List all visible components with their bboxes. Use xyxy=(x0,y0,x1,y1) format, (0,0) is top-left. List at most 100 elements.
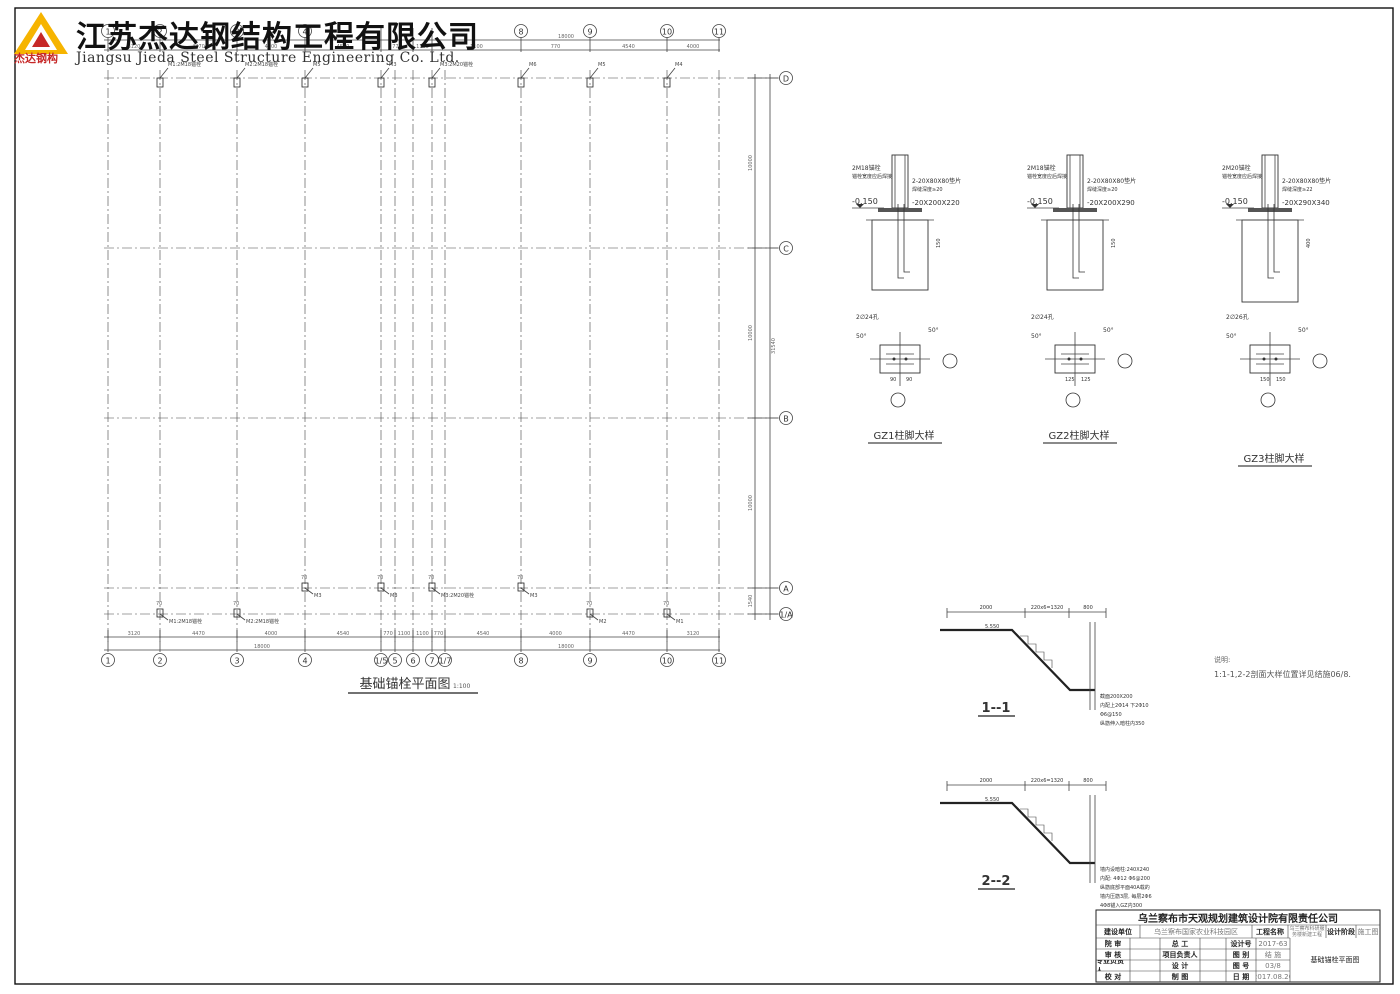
section-note: 内配上2Φ14 下2Φ10 xyxy=(1100,702,1149,709)
steel-column xyxy=(1066,154,1084,209)
tb-role-prof: 专业负责人 xyxy=(1096,960,1124,971)
depth-label: 150 xyxy=(936,238,942,248)
dim-text-top: 4540 xyxy=(622,44,635,50)
weld-label: 焊缝深度≥20 xyxy=(912,186,943,193)
section-elev: 5.550 xyxy=(985,624,999,630)
tb-key-num: 图 号 xyxy=(1232,961,1250,970)
hole-label: 2∅24孔 xyxy=(856,313,879,321)
axis-bubble-bottom: 4 xyxy=(302,657,307,666)
dim-text-bottom: 1100 xyxy=(398,631,411,637)
anchor-bolt xyxy=(1078,204,1085,273)
tb-role-review: 审 核 xyxy=(1104,950,1122,959)
section-marker xyxy=(1117,353,1133,369)
axis-bubble-right-circle xyxy=(779,411,793,425)
anchor-bolt-marker xyxy=(428,582,436,592)
axis-bubble-bottom-circle xyxy=(660,653,674,667)
stair-steps xyxy=(1020,635,1053,668)
concrete-pedestal xyxy=(871,219,929,291)
tb-value-cat: 结 施 xyxy=(1264,950,1282,959)
dim-text-right: 1540 xyxy=(748,595,754,608)
tb-phase-label: 设计阶段 xyxy=(1327,927,1355,936)
dim-total-right: 31540 xyxy=(771,338,777,354)
axis-bubble-top-circle xyxy=(230,24,244,38)
tb-institute: 乌兰察布市天观规划建筑设计院有限责任公司 xyxy=(1138,914,1338,925)
elevation-label: -0.150 xyxy=(852,197,878,206)
anchor-label-bottom: M2:2M18锚栓 xyxy=(246,618,279,625)
weld-angle-label: 50° xyxy=(1298,327,1309,334)
leader xyxy=(304,67,314,79)
axis-bubble-top: 2 xyxy=(157,28,162,37)
small-dim: 70 xyxy=(233,601,239,607)
section-marker xyxy=(1312,353,1328,369)
axis-bubble-bottom-circle xyxy=(388,653,402,667)
axis-bubble-bottom: 1 xyxy=(105,657,110,666)
elev-triangle xyxy=(856,204,864,208)
plate-label: -20X200X290 xyxy=(1087,199,1135,207)
bolt-label: 2M20锚栓 xyxy=(1222,164,1251,172)
axis-bubble-bottom: 6 xyxy=(410,657,415,666)
dim-total-bottom-left: 18000 xyxy=(254,644,270,650)
company-name-cn: 江苏杰达钢结构工程有限公司 xyxy=(76,20,479,55)
bolt-hole xyxy=(892,357,896,361)
axis-bubble-right-circle xyxy=(779,581,793,595)
axis-bubble-bottom-circle xyxy=(438,653,452,667)
anchor-label-bottom: M2 xyxy=(599,619,607,625)
bolt-label: 2M18锚栓 xyxy=(852,164,881,172)
detail-title: GZ1柱脚大样 xyxy=(874,429,935,442)
anchor-label-bottom: M3:2M20锚栓 xyxy=(441,592,474,599)
section-note: 截面200X200 xyxy=(1100,693,1133,700)
anchor-bolt xyxy=(903,204,910,273)
bolt-note: 锚栓宽度应后焊接 xyxy=(1222,173,1262,180)
axis-bubble-bottom: 2 xyxy=(157,657,162,666)
stair-steps xyxy=(1020,808,1053,841)
plan-dim: 150 xyxy=(1260,377,1270,383)
axis-bubble-right-circle xyxy=(779,241,793,255)
tb-role-dean: 院 审 xyxy=(1104,939,1122,948)
section-dim-text: 800 xyxy=(1083,605,1093,611)
dim-text-bottom: 4540 xyxy=(477,631,490,637)
anchor-label-bottom: M3 xyxy=(314,593,322,599)
axis-bubble-top-circle xyxy=(712,24,726,38)
plate-label: -20X200X220 xyxy=(912,199,960,207)
axis-bubble-top: 8 xyxy=(518,28,523,37)
leader xyxy=(236,613,246,621)
dim-text-top: 4000 xyxy=(687,44,700,50)
dim-text-bottom: 770 xyxy=(434,631,444,637)
axis-bubble-top: 1 xyxy=(105,28,110,37)
section-note: 墙内压筋3层, 每层2Φ6 xyxy=(1100,893,1152,900)
small-dim: 70 xyxy=(428,575,434,581)
tb-role-design: 设 计 xyxy=(1171,961,1189,970)
dim-text-bottom: 3120 xyxy=(128,631,141,637)
elev-triangle xyxy=(1226,204,1234,208)
section-note: 纵筋底部平面40A载的 xyxy=(1100,884,1150,891)
section-elev: 5.550 xyxy=(985,797,999,803)
axis-bubble-bottom-circle xyxy=(583,653,597,667)
plan-dim: 90 xyxy=(906,377,912,383)
small-dim: 70 xyxy=(663,601,669,607)
axis-bubble-bottom: 11 xyxy=(714,657,724,666)
dim-text-bottom: 4000 xyxy=(265,631,278,637)
dim-text-right: 10000 xyxy=(748,495,754,511)
axis-bubble-bottom: 10 xyxy=(662,657,672,666)
axis-bubble-bottom-circle xyxy=(712,653,726,667)
tb-key-date: 日 期 xyxy=(1232,972,1250,981)
section-note: 4Φ8锚入GZ内300 xyxy=(1100,902,1142,909)
axis-bubble-bottom-circle xyxy=(298,653,312,667)
elev-triangle xyxy=(1031,204,1039,208)
anchor-bolt xyxy=(1267,204,1274,279)
axis-bubble-bottom-circle xyxy=(406,653,420,667)
detail-title: GZ2柱脚大样 xyxy=(1049,429,1110,442)
anchor-label-top: M5 xyxy=(313,62,321,68)
axis-bubble-bottom-circle xyxy=(101,653,115,667)
leader xyxy=(520,67,530,79)
detail-title: GZ3柱脚大样 xyxy=(1244,452,1305,465)
stiffener-label: 2-20X80X80垫片 xyxy=(912,177,961,185)
dim-text-bottom: 4000 xyxy=(549,631,562,637)
leader xyxy=(666,67,676,79)
anchor-bolt-marker xyxy=(156,608,164,618)
axis-bubble-right: A xyxy=(783,585,789,594)
anchor-label-bottom: M3 xyxy=(390,593,398,599)
section-note: Φ6@150 xyxy=(1100,712,1122,718)
stiffener-label: 2-20X80X80垫片 xyxy=(1282,177,1331,185)
tb-key-no: 设计号 xyxy=(1230,939,1252,948)
